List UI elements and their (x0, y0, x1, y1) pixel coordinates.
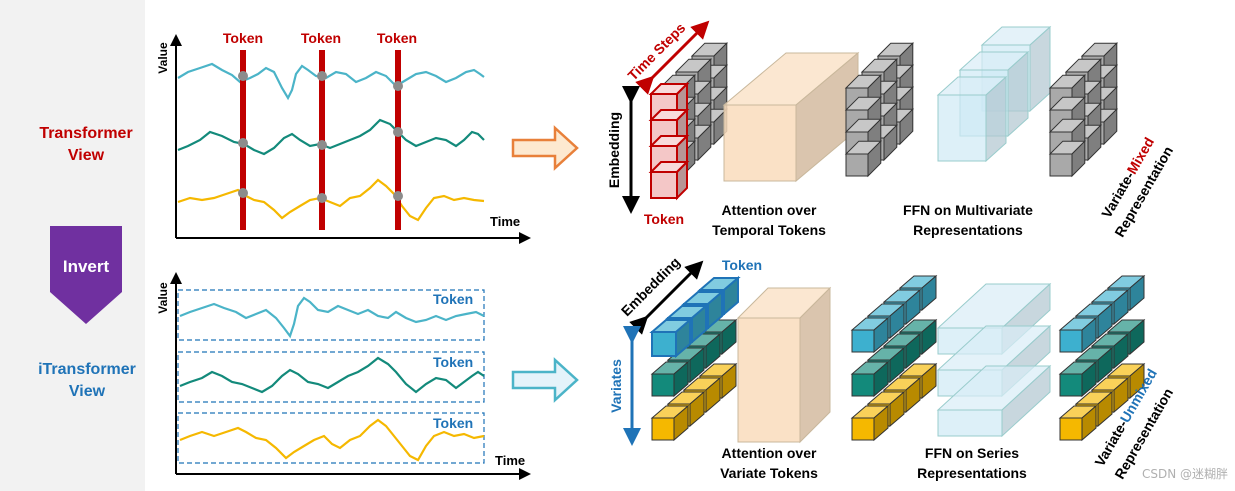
transformer-view-label-line1: Transformer (39, 125, 132, 142)
top-ffn-box (937, 94, 987, 162)
bottom-embedding-label: Embedding (618, 254, 683, 319)
bottom-ffn-line1: FFN on Series (925, 445, 1019, 461)
bottom-token-label-3: Token (433, 415, 473, 431)
top-token-cube (650, 171, 678, 199)
top-chart-ylabel: Value (156, 42, 170, 74)
bottom-series-3 (179, 418, 485, 462)
bottom-attention-box (737, 317, 801, 443)
bottom-token-box-3 (177, 412, 485, 464)
invert-label: Invert (63, 257, 110, 276)
top-series-2 (177, 118, 485, 156)
bottom-mid-cube (851, 329, 875, 353)
top-series-3 (177, 178, 485, 222)
top-ffn-line1: FFN on Multivariate (903, 202, 1033, 218)
bottom-series-1 (179, 296, 485, 339)
watermark: CSDN @迷糊胖 (1142, 466, 1228, 481)
time-steps-arrow (635, 20, 710, 95)
bottom-token-cube (651, 331, 677, 357)
bottom-mid-cube (851, 417, 875, 441)
itransformer-view-label-line2: View (69, 383, 106, 400)
bottom-attention-line1: Attention over (722, 445, 817, 461)
invert-arrow (50, 226, 122, 324)
bottom-diagram (649, 274, 1146, 444)
top-flow-arrow (511, 125, 579, 171)
top-series-1 (177, 62, 485, 101)
bottom-ffn-line2: Representations (917, 465, 1027, 481)
top-output-cube (1049, 153, 1073, 177)
top-token-label: Token (644, 211, 684, 227)
top-diagram (648, 25, 1119, 201)
bottom-token-label: Token (722, 257, 762, 273)
bottom-mid-cube (851, 373, 875, 397)
bottom-chart-xlabel: Time (495, 453, 525, 468)
top-embedding-label: Embedding (606, 112, 622, 188)
itransformer-view-label-line1: iTransformer (38, 361, 136, 378)
top-mid-cube (845, 153, 869, 177)
bottom-token-box-2 (177, 351, 485, 403)
bottom-input-cube (651, 417, 675, 441)
top-token-bar-3 (395, 50, 401, 230)
bottom-token-label-1: Token (433, 291, 473, 307)
bottom-chart-ylabel: Value (156, 282, 170, 314)
top-attention-line2: Temporal Tokens (712, 222, 826, 238)
top-chart: Value Time Token Token Token (156, 30, 531, 244)
bottom-ffn-box (937, 409, 1003, 437)
top-attention-line1: Attention over (722, 202, 817, 218)
bottom-token-label-2: Token (433, 354, 473, 370)
top-chart-xlabel: Time (490, 214, 520, 229)
bottom-attention-line2: Variate Tokens (720, 465, 818, 481)
bottom-series-2 (179, 356, 485, 394)
top-ffn-line2: Representations (913, 222, 1023, 238)
transformer-view-label-line2: View (68, 147, 105, 164)
top-token-label-2: Token (301, 30, 341, 46)
bottom-flow-arrow (511, 357, 579, 403)
bottom-output-cube (1059, 373, 1083, 397)
top-token-label-3: Token (377, 30, 417, 46)
top-attention-box (723, 104, 797, 182)
bottom-embedding-arrow (629, 260, 704, 335)
variates-label: Variates (608, 359, 624, 413)
bottom-output-cube (1059, 417, 1083, 441)
bottom-chart: Value Time Token Token Token (156, 272, 531, 480)
top-token-label-1: Token (223, 30, 263, 46)
bottom-input-cube (651, 373, 675, 397)
bottom-output-cube (1059, 329, 1083, 353)
